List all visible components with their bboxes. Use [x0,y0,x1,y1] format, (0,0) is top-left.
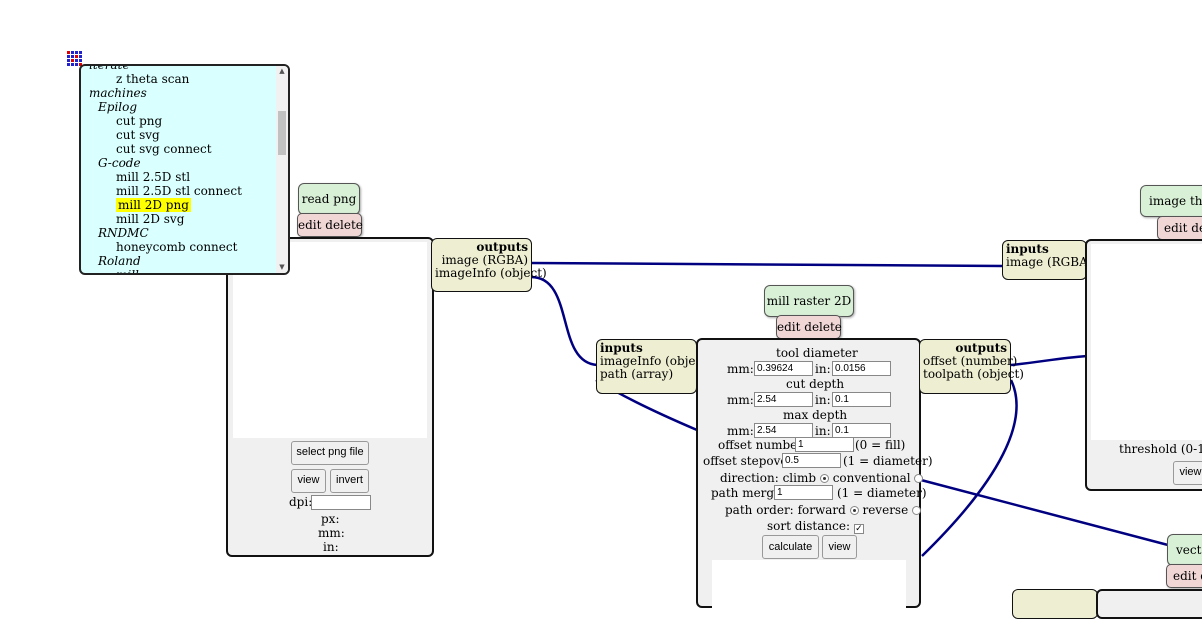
output-offset[interactable]: offset (number) [923,354,1018,368]
input-imageinfo[interactable]: imageInfo (object) [600,354,712,368]
calculate-button[interactable]: calculate [762,535,819,559]
output-toolpath[interactable]: toolpath (object) [923,367,1024,381]
wire-offset-to-threshold [1010,354,1088,367]
input-image-rgba[interactable]: image (RGBA) [1006,255,1093,269]
read-png-edit-delete[interactable]: edit delete [297,213,363,237]
menu-category[interactable]: machines [89,86,147,100]
offset-stepover-label: offset stepover: [703,454,798,468]
mm-label: mm: [318,526,345,540]
image-threshold-inputs: inputs image (RGBA) [1002,240,1093,280]
mill-raster-inputs: inputs imageInfo (object) path (array) [596,339,712,394]
scroll-down-icon[interactable]: ▼ [279,263,285,271]
menu-item[interactable]: cut svg [116,128,160,142]
mill-view-button[interactable]: view [822,535,857,559]
offset-number-input[interactable] [795,437,854,452]
threshold-label: threshold (0-1): [1119,442,1202,456]
menu-category[interactable]: Epilog [98,100,138,114]
menu-scrollbar[interactable]: ▲ ▼ [276,66,288,273]
menu-item[interactable]: z theta scan [116,72,190,86]
menu-item[interactable]: mill 2D svg [116,212,185,226]
cut-depth-in-input[interactable] [832,392,891,407]
menu-category[interactable]: RNDMC [98,226,149,240]
cut-depth-label: cut depth [786,377,845,391]
view-button[interactable]: view [291,469,326,493]
tool-diameter-mm-input[interactable] [754,361,813,376]
path-merge-input[interactable] [774,485,833,500]
select-png-button[interactable]: select png file [291,441,369,465]
wire-toolpath-down [921,379,1018,557]
input-path[interactable]: path (array) [600,367,674,381]
path-merge-label: path merge: [711,486,786,500]
menu-item[interactable]: mill 2.5D stl [116,170,191,184]
mill-raster-canvas [712,560,906,610]
offset-stepover-input[interactable] [782,453,841,468]
menu-category[interactable]: mill [116,268,139,275]
vector-module-edit-delete[interactable]: edit d [1166,564,1202,588]
forward-radio[interactable] [849,506,859,515]
max-depth-label: max depth [783,408,848,422]
max-depth-in-input[interactable] [832,423,891,438]
mill-raster-module: tool diameter mm: in: cut depth mm: in: … [696,338,933,610]
read-png-title[interactable]: read png [298,183,360,215]
read-png-module: select png file view invert dpi: px: mm:… [226,237,434,557]
mill-raster-outputs: outputs offset (number) toolpath (object… [919,339,1024,394]
climb-radio[interactable] [819,474,829,483]
menu-category[interactable]: Roland [98,254,141,268]
tool-diameter-in-input[interactable] [832,361,891,376]
invert-button[interactable]: invert [330,469,369,493]
max-depth-mm-input[interactable] [754,423,813,438]
sort-distance-row: sort distance: ✓ [767,519,864,534]
menu-item[interactable]: mill 2.5D stl connect [116,184,242,198]
read-png-outputs: outputs image (RGBA) imageInfo (object) [431,238,547,292]
menu-item[interactable]: cut png [116,114,163,128]
output-imageinfo[interactable]: imageInfo (object) [435,266,547,280]
app-logo-icon[interactable] [67,51,82,66]
tool-diameter-label: tool diameter [776,346,858,360]
mill-raster-edit-delete[interactable]: edit delete [776,315,842,339]
cut-depth-mm-input[interactable] [754,392,813,407]
menu-item[interactable]: mill 2D png [116,198,191,212]
menu-scroll-thumb[interactable] [278,111,286,155]
menu-category[interactable]: G-code [98,156,141,170]
image-threshold-edit-delete[interactable]: edit dele [1157,216,1202,240]
bottom-module-io [1012,589,1098,619]
reverse-radio[interactable] [912,506,922,515]
connection-wires [530,261,1169,557]
dpi-label: dpi: [289,495,313,509]
threshold-canvas [1091,244,1202,440]
wire-image-to-threshold [530,261,1004,268]
vector-module-title[interactable]: vecto [1167,534,1202,566]
direction-row: direction: climb conventional [720,471,924,485]
dpi-input[interactable] [311,495,371,510]
menu-category[interactable]: iterate [89,64,130,72]
wire-to-vector [920,478,1169,547]
image-threshold-title[interactable]: image thre [1140,185,1202,217]
sort-distance-checkbox[interactable]: ✓ [853,524,864,534]
bottom-module [1096,589,1202,619]
in-label: in: [323,540,339,554]
menu-item[interactable]: honeycomb connect [116,240,238,254]
menu-item[interactable]: cut svg connect [116,142,212,156]
conventional-radio[interactable] [914,474,924,483]
scroll-up-icon[interactable]: ▲ [279,67,285,75]
output-image-rgba[interactable]: image (RGBA) [441,253,528,267]
threshold-view-button[interactable]: view [1173,461,1202,485]
image-threshold-module: threshold (0-1): view [1085,239,1202,491]
px-label: px: [321,512,340,526]
offset-number-label: offset number: [718,438,808,452]
wire-imageinfo-to-mill [530,275,598,367]
path-order-row: path order: forward reverse [725,503,922,517]
mill-raster-title[interactable]: mill raster 2D [764,285,854,317]
